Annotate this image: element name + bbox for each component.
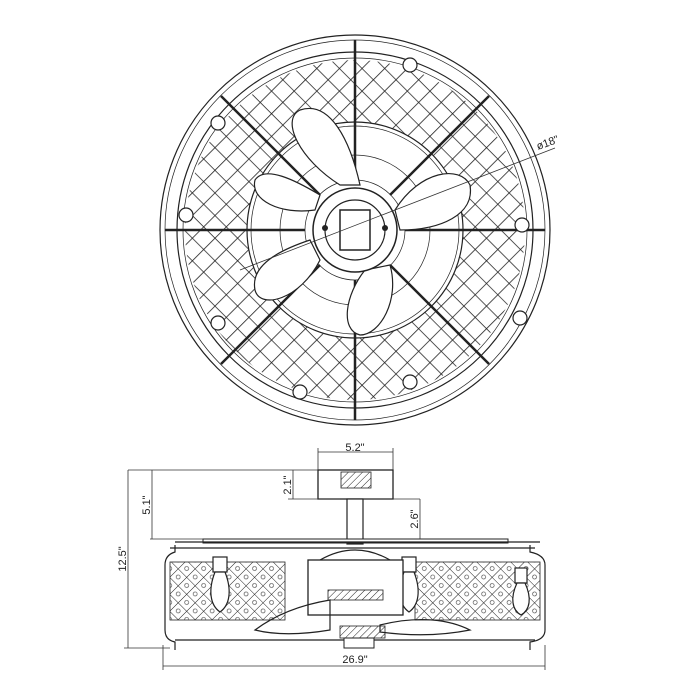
canopy-height-label: 2.1" bbox=[282, 475, 294, 494]
blade-left bbox=[253, 599, 331, 635]
mounting-bracket bbox=[339, 209, 371, 251]
blade-right bbox=[379, 618, 472, 636]
total-height-label: 12.5" bbox=[117, 546, 129, 571]
cage-outline bbox=[164, 541, 546, 650]
outer-rim bbox=[159, 34, 551, 426]
canopy-width-label: 5.2" bbox=[345, 442, 364, 454]
downrod bbox=[346, 498, 364, 545]
dimension-lines bbox=[124, 448, 546, 670]
light-sockets bbox=[178, 57, 530, 400]
total-width-label: 26.9" bbox=[342, 654, 367, 666]
diameter-label: ø18" bbox=[535, 134, 561, 153]
motor-housing bbox=[307, 559, 404, 616]
diameter-dimension-line bbox=[239, 147, 556, 271]
ceiling-to-cage-label: 5.1" bbox=[141, 495, 153, 514]
top-view: ø18" bbox=[159, 34, 561, 426]
side-view: 5.2" 2.1" 2.6" 5.1" 12.5" 26.9" bbox=[117, 442, 546, 670]
light-bulbs bbox=[210, 556, 530, 616]
downrod-length-label: 2.6" bbox=[409, 509, 421, 528]
